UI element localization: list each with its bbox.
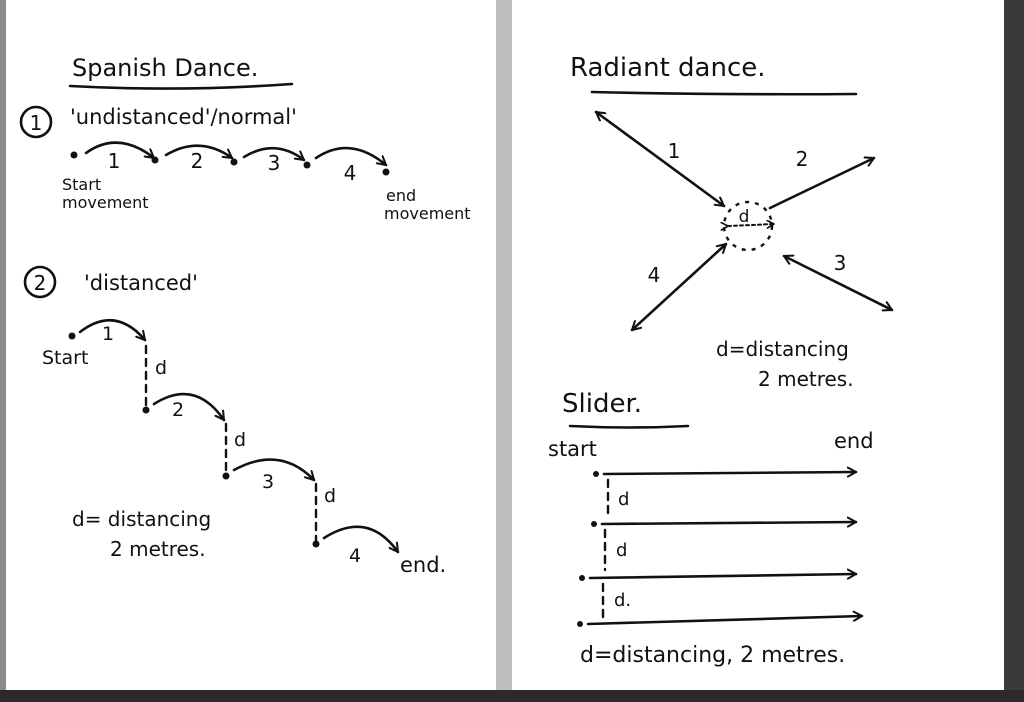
spanish-title: Spanish Dance. (72, 54, 258, 82)
slider-line-2 (600, 522, 858, 524)
radiant-center-span (728, 224, 775, 226)
slider-title: Slider. (562, 389, 642, 419)
slider-title-underline (568, 424, 690, 429)
radiant-arrow-1 (594, 110, 726, 208)
step-arrow-1 (84, 141, 156, 160)
section1-circle (19, 105, 53, 139)
step-arrow-2 (164, 144, 234, 160)
background-bottom (0, 690, 1024, 702)
radiant-note-line2: 2 metres. (758, 367, 854, 391)
end-movement-line2: movement (384, 204, 471, 223)
radiant-arrow-3 (782, 256, 894, 310)
step-dot-start (70, 151, 78, 159)
radiant-note-line1: d=distancing (716, 337, 849, 361)
dist-d-label-3: d (324, 485, 336, 507)
section2-number: 2 (34, 271, 47, 295)
dist-arrow-4 (322, 525, 400, 554)
radiant-label-4: 4 (648, 263, 661, 287)
background-right (1004, 0, 1024, 702)
section1-label: 'undistanced'/normal' (70, 105, 297, 129)
step-label-4: 4 (344, 161, 357, 185)
spanish-note-line2: 2 metres. (110, 537, 206, 561)
slider-dot-4 (577, 621, 583, 627)
dist-dot-2 (222, 472, 230, 480)
slider-dot-1 (593, 471, 599, 477)
slider-line-1 (602, 472, 858, 474)
dist-dot-start (68, 332, 76, 340)
spanish-title-underline (68, 82, 294, 90)
dist-dot-3 (312, 540, 320, 548)
dist-label-1: 1 (102, 323, 114, 345)
dist-arrow-3 (232, 458, 316, 482)
step-label-1: 1 (108, 149, 121, 173)
dist-d-label-1: d (155, 357, 167, 379)
slider-line-4 (586, 616, 864, 626)
slider-note: d=distancing, 2 metres. (580, 643, 845, 668)
background-left (0, 0, 6, 702)
background-gap (496, 0, 512, 702)
slider-dot-3 (579, 575, 585, 581)
dist-start-label: Start (42, 347, 88, 369)
radiant-dance-section: Radiant dance. d 1 2 3 4 d=distancing 2 … (570, 53, 894, 391)
slider-section: Slider. start end d d d. d=distancing, 2… (548, 389, 874, 668)
dist-d-label-2: d (234, 429, 246, 451)
section2-label: 'distanced' (84, 271, 198, 295)
start-movement-line1: Start (62, 175, 101, 194)
radiant-center-label: d (739, 207, 750, 227)
step-dot-2 (230, 158, 238, 166)
step-arrow-4 (314, 146, 388, 167)
radiant-title-underline (590, 90, 858, 96)
dist-arrow-2 (152, 392, 226, 422)
step-label-3: 3 (268, 151, 281, 175)
spanish-note-line1: d= distancing (72, 507, 211, 531)
radiant-arrow-4 (630, 242, 728, 332)
left-sheet (6, 0, 496, 690)
dist-label-3: 3 (262, 471, 274, 493)
section2-circle (23, 265, 57, 299)
dist-label-4: 4 (349, 545, 361, 567)
radiant-label-1: 1 (668, 139, 681, 163)
start-movement-line2: movement (62, 193, 149, 212)
end-movement-line1: end (386, 186, 416, 205)
radiant-arrow-2 (768, 158, 876, 210)
step-dot-end (382, 168, 390, 176)
slider-end-label: end (834, 429, 874, 453)
slider-line-3 (588, 574, 858, 578)
dist-dot-1 (142, 406, 150, 414)
section1-number: 1 (30, 111, 43, 135)
step-dot-3 (303, 161, 311, 169)
slider-d-label-3: d. (614, 590, 631, 611)
radiant-label-2: 2 (796, 147, 809, 171)
step-arrow-3 (242, 146, 306, 162)
slider-d-label-2: d (616, 540, 627, 561)
dist-label-2: 2 (172, 399, 184, 421)
slider-start-label: start (548, 437, 597, 461)
spanish-dance-section: Spanish Dance. 1 'undistanced'/normal' 1… (19, 54, 471, 577)
radiant-label-3: 3 (834, 251, 847, 275)
dist-arrow-1 (78, 319, 147, 342)
dist-end-label: end. (400, 553, 446, 577)
step-label-2: 2 (191, 149, 204, 173)
slider-dot-2 (591, 521, 597, 527)
slider-d-label-1: d (618, 489, 629, 510)
radiant-title: Radiant dance. (570, 53, 766, 83)
